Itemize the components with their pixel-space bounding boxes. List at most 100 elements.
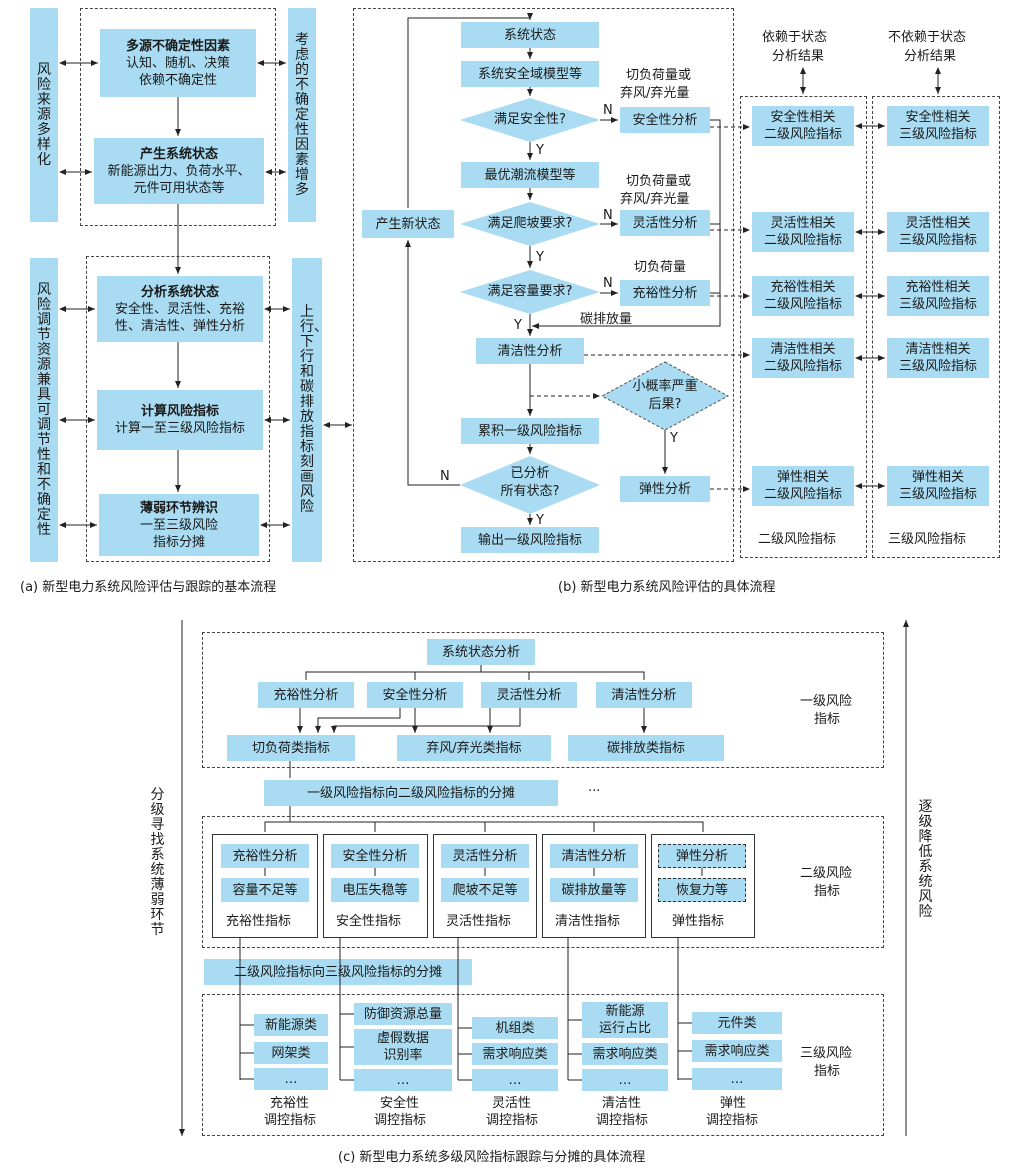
- b-l3-3-a: 清洁性相关: [905, 342, 971, 357]
- c-col1-name: 安全性指标: [336, 914, 402, 929]
- b-y2: Y: [536, 250, 544, 265]
- b-diamond-small-prob: [600, 361, 730, 431]
- b-d-ramp-text: 满足爬坡要求?: [487, 216, 573, 231]
- b-l3-1-a: 灵活性相关: [905, 216, 971, 231]
- b-output-l1: 输出一级风险指标: [461, 527, 599, 553]
- b-l2-resilience: 弹性相关二级风险指标: [752, 466, 854, 506]
- b-shed1-l1: 切负荷量或: [626, 68, 692, 83]
- c-col4-an: 弹性分析: [658, 844, 746, 868]
- b-l2-flex: 灵活性相关二级风险指标: [752, 212, 854, 252]
- b-l2-security: 安全性相关二级风险指标: [752, 106, 854, 146]
- c-g2-b2: 识别率: [383, 1048, 423, 1063]
- c-col4-name: 弹性指标: [672, 914, 725, 929]
- b-security-analysis: 安全性分析: [620, 107, 710, 133]
- c-g4-b: 需求响应类: [582, 1043, 668, 1065]
- b-d-all-l1: 已分析: [510, 466, 550, 481]
- b-l2-group: [740, 96, 867, 558]
- a-box5-line2: 指标分摊: [152, 534, 205, 550]
- b-l2-0-b: 二级风险指标: [763, 127, 842, 142]
- b-d-small-l1: 小概率严重: [632, 379, 698, 394]
- b-l2-3-b: 二级风险指标: [763, 359, 842, 374]
- c-l3-group: [202, 994, 884, 1136]
- b-shed2-l1: 切负荷量或: [626, 174, 692, 189]
- b-diamond-capacity: [460, 270, 600, 314]
- a-right-bottom-label: 上行、下行和碳排放指标刻画风险: [292, 258, 328, 562]
- a-box1-title: 多源不确定性因素: [125, 38, 230, 54]
- b-dep-l2: 分析结果: [772, 49, 825, 64]
- b-carbon: 碳排放量: [580, 312, 633, 327]
- a-box4-title: 计算风险指标: [140, 404, 219, 419]
- c-g2-a: 防御资源总量: [354, 1003, 452, 1025]
- c-l1-label-a: 一级风险: [800, 694, 853, 709]
- b-opf-model: 最优潮流模型等: [461, 162, 599, 188]
- c-col2-name: 灵活性指标: [446, 914, 512, 929]
- b-loop-up: [407, 13, 533, 208]
- c-ctrl3-a: 清洁性: [602, 1096, 642, 1111]
- b-y4: Y: [536, 513, 544, 528]
- c-tree-t4: [481, 671, 645, 680]
- b-l3-group: [872, 96, 1000, 558]
- b-clean-analysis: 清洁性分析: [476, 338, 584, 364]
- c-an-flex: 灵活性分析: [481, 682, 577, 708]
- a-calc-risk-box: 计算风险指标 计算一至三级风险指标: [97, 390, 263, 450]
- c-g2-b1: 虚假数据: [376, 1031, 429, 1046]
- a-box3-title: 分析系统状态: [140, 284, 219, 300]
- c-g4-c: …: [582, 1069, 668, 1091]
- c-ctrl4-a: 弹性: [720, 1096, 747, 1111]
- b-shed1-l2: 弃风/弃光量: [620, 86, 690, 101]
- a-box2-line1: 新能源出力、负荷水平、: [107, 163, 251, 179]
- c-alloc-23: 二级风险指标向三级风险指标的分摊: [204, 959, 472, 985]
- a-analyze-state-box: 分析系统状态 安全性、灵活性、充裕 性、清洁性、弹性分析: [97, 276, 263, 342]
- b-l2-1-a: 灵活性相关: [770, 216, 836, 231]
- c-g3-0: 机组类: [472, 1017, 558, 1039]
- b-d-all-l2: 所有状态?: [500, 484, 560, 499]
- c-ctrl2-b: 调控指标: [486, 1113, 539, 1128]
- c-ctrl1-a: 安全性: [380, 1096, 420, 1111]
- b-l3-adequacy: 充裕性相关三级风险指标: [887, 276, 989, 316]
- a-box2-title: 产生系统状态: [139, 146, 218, 162]
- b-caption: (b) 新型电力系统风险评估的具体流程: [558, 580, 776, 595]
- c-col3-sub: 碳排放量等: [550, 878, 638, 902]
- b-l3-3-b: 三级风险指标: [898, 359, 977, 374]
- b-indep-l1: 不依赖于状态: [888, 30, 967, 45]
- a-left-top-label: 风险来源多样化: [30, 8, 58, 222]
- c-dots: ···: [588, 784, 601, 799]
- c-g1-0: 新能源类: [254, 1014, 328, 1036]
- a-box5-line1: 一至三级风险: [139, 517, 218, 533]
- b-loop-n: [405, 240, 460, 486]
- a-generate-state-box: 产生系统状态 新能源出力、负荷水平、 元件可用状态等: [94, 138, 264, 204]
- b-l3-4-b: 三级风险指标: [898, 487, 977, 502]
- b-l2-adequacy: 充裕性相关二级风险指标: [752, 276, 854, 316]
- b-new-state: 产生新状态: [362, 210, 454, 238]
- b-n1: N: [603, 103, 613, 118]
- b-y1: Y: [536, 143, 544, 158]
- a-box1-line2: 依赖不确定性: [138, 72, 217, 88]
- a-weak-link-box: 薄弱环节辨识 一至三级风险 指标分摊: [99, 494, 259, 556]
- c-alloc-12: 一级风险指标向二级风险指标的分摊: [264, 780, 558, 806]
- b-l3-0-b: 三级风险指标: [898, 127, 977, 142]
- c-g1-2: …: [254, 1068, 328, 1090]
- c-left-vertical: 分级寻找系统薄弱环节: [150, 787, 165, 938]
- b-l3-label: 三级风险指标: [888, 532, 967, 547]
- b-l2-0-a: 安全性相关: [770, 110, 836, 125]
- b-adequacy-analysis: 充裕性分析: [620, 280, 710, 306]
- c-ctrl0-a: 充裕性: [270, 1096, 310, 1111]
- c-g3-2: …: [472, 1069, 558, 1091]
- b-flow-group: [353, 8, 734, 562]
- c-sys-analysis: 系统状态分析: [427, 639, 535, 665]
- c-col1-an: 安全性分析: [331, 844, 419, 868]
- a-box2-line2: 元件可用状态等: [133, 180, 225, 196]
- a-left-bottom-label: 风险调节资源兼具可调节性和不确定性: [30, 258, 58, 562]
- b-diamond-security: [460, 98, 600, 142]
- c-l3-label-a: 三级风险: [800, 1046, 853, 1061]
- c-ctrl4-b: 调控指标: [706, 1113, 759, 1128]
- a-box4-line1: 计算一至三级风险指标: [114, 421, 245, 436]
- b-n2: N: [603, 208, 613, 223]
- b-shed2-l2: 弃风/弃光量: [620, 192, 690, 207]
- b-l2-4-b: 二级风险指标: [763, 487, 842, 502]
- c-g2-b: 虚假数据识别率: [354, 1029, 452, 1065]
- c-g3-1: 需求响应类: [472, 1043, 558, 1065]
- c-ind-shed: 切负荷类指标: [227, 735, 355, 761]
